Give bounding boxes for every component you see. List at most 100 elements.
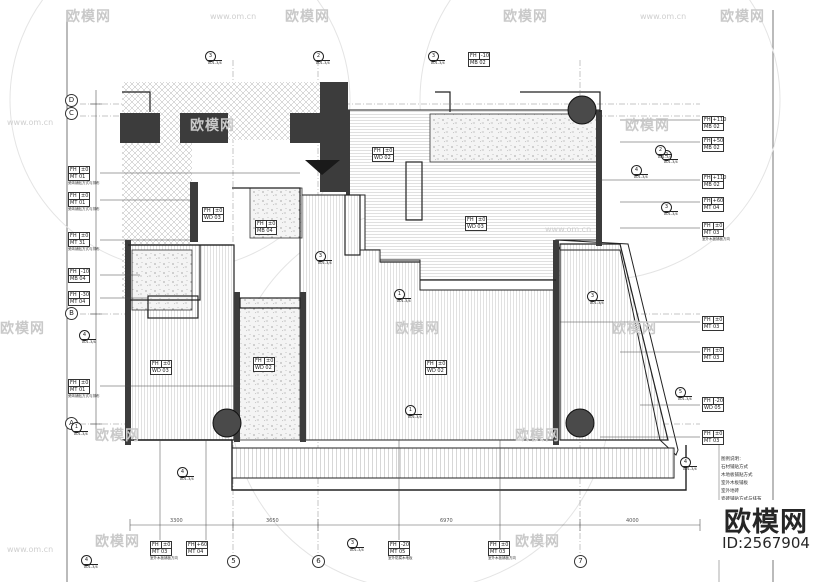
fh-value: ±0 bbox=[81, 193, 89, 199]
watermark: 欧模网 bbox=[66, 9, 111, 25]
finish-tag-fh: FH±0 bbox=[425, 360, 447, 368]
finish-tag-fh: FH±0 bbox=[68, 232, 90, 240]
section-mark-number: 3 bbox=[315, 251, 326, 262]
finish-tag-code: WD 03 bbox=[202, 215, 224, 222]
finish-tag-code: MT 01 bbox=[68, 200, 90, 207]
finish-tag-note: 室外木板铺板方向 bbox=[702, 237, 730, 241]
section-mark-ref: A01-3/4 bbox=[316, 60, 330, 65]
finish-tag-code: MT 04 bbox=[702, 205, 724, 212]
fh-label: FH bbox=[69, 292, 80, 298]
fh-label: FH bbox=[703, 223, 714, 229]
legend-item: 木地板铺贴方式 bbox=[721, 473, 753, 478]
grid-bubble-row: C bbox=[65, 107, 78, 120]
finish-tag-fh: FH+50 bbox=[702, 137, 724, 145]
brand-logo-text: 欧模网 bbox=[724, 507, 808, 538]
legend: 图例说明： 石材铺贴方式 木地板铺贴方式 室外木板铺板 室外地砖 瓷砖铺贴方式与… bbox=[721, 456, 775, 504]
section-mark-ref: A01-3/4 bbox=[84, 564, 98, 569]
finish-tag-fh: FH±0 bbox=[253, 357, 275, 365]
watermark: 欧模网 bbox=[515, 428, 560, 444]
section-mark-number: 2 bbox=[313, 51, 324, 62]
section-mark-number: 4 bbox=[81, 555, 92, 566]
finish-tag-fh: FH±0 bbox=[488, 541, 510, 549]
fh-value: +60 bbox=[712, 198, 724, 204]
section-mark-ref: A01-3/4 bbox=[180, 476, 194, 481]
fh-value: ±0 bbox=[268, 221, 276, 227]
fh-value: ±0 bbox=[438, 361, 446, 367]
watermark-url: www.om.cn bbox=[7, 118, 54, 127]
finish-tag-fh: FH+60 bbox=[186, 541, 208, 549]
finish-tag-code: MT 03 bbox=[702, 355, 724, 362]
fh-label: FH bbox=[703, 431, 714, 437]
fh-label: FH bbox=[69, 233, 80, 239]
section-mark-ref: A01-3/4 bbox=[74, 431, 88, 436]
finish-tag-code: MB 04 bbox=[255, 228, 277, 235]
section-mark-number: 1 bbox=[71, 422, 82, 433]
grid-bubble-row: B bbox=[65, 307, 78, 320]
finish-tag-code: WD 02 bbox=[425, 368, 447, 375]
section-mark-number: 3 bbox=[587, 291, 598, 302]
section-mark-ref: A01-3/4 bbox=[664, 159, 678, 164]
finish-tag-code: MB 02 bbox=[702, 145, 724, 152]
finish-tag-code: MT 03 bbox=[702, 230, 724, 237]
fh-value: -20 bbox=[400, 542, 409, 548]
dimension-label: 4000 bbox=[626, 518, 639, 524]
grid-bubble-row: D bbox=[65, 94, 78, 107]
fh-label: FH bbox=[703, 398, 714, 404]
watermark: 欧模网 bbox=[503, 9, 548, 25]
fh-value: ±0 bbox=[215, 208, 223, 214]
section-mark-number: 4 bbox=[680, 457, 691, 468]
finish-tag-code: MT 04 bbox=[186, 549, 208, 556]
fh-label: FH bbox=[466, 217, 477, 223]
fh-label: FH bbox=[704, 175, 712, 181]
legend-item: 室外地砖 bbox=[721, 489, 739, 494]
section-mark-ref: A01-3/4 bbox=[634, 174, 648, 179]
dimension-label: 3300 bbox=[170, 518, 183, 524]
finish-tag-note: 瓷砖铺贴方式与排布 bbox=[68, 181, 100, 185]
finish-tag-code: MB 02 bbox=[702, 182, 724, 189]
watermark: 欧模网 bbox=[395, 321, 440, 337]
finish-tag-note: 瓷砖铺贴方式与排布 bbox=[68, 207, 100, 211]
finish-tag-fh: FH±0 bbox=[68, 192, 90, 200]
finish-tag-fh: FH+110 bbox=[702, 174, 726, 182]
finish-tag-code: MB 04 bbox=[68, 276, 90, 283]
finish-tag-note: 室外木板铺板方向 bbox=[488, 556, 516, 560]
fh-label: FH bbox=[69, 380, 80, 386]
fh-label: FH bbox=[469, 53, 480, 59]
section-mark-ref: A01-3/4 bbox=[664, 211, 678, 216]
section-mark-number: 4 bbox=[79, 330, 90, 341]
section-mark-ref: A01-3/4 bbox=[590, 300, 604, 305]
section-mark-number: 5 bbox=[675, 387, 686, 398]
fh-value: ±0 bbox=[81, 167, 89, 173]
finish-tag-fh: FH±0 bbox=[255, 220, 277, 228]
watermark-url: www.om.cn bbox=[545, 225, 592, 234]
section-mark-ref: A01-3/4 bbox=[82, 339, 96, 344]
finish-tag-note: 室外木板铺板方向 bbox=[150, 556, 178, 560]
fh-value: +60 bbox=[196, 542, 208, 548]
fh-label: FH bbox=[188, 542, 196, 548]
fh-value: -20 bbox=[714, 398, 723, 404]
fh-value: ±0 bbox=[81, 233, 89, 239]
section-mark-number: 3 bbox=[661, 202, 672, 213]
